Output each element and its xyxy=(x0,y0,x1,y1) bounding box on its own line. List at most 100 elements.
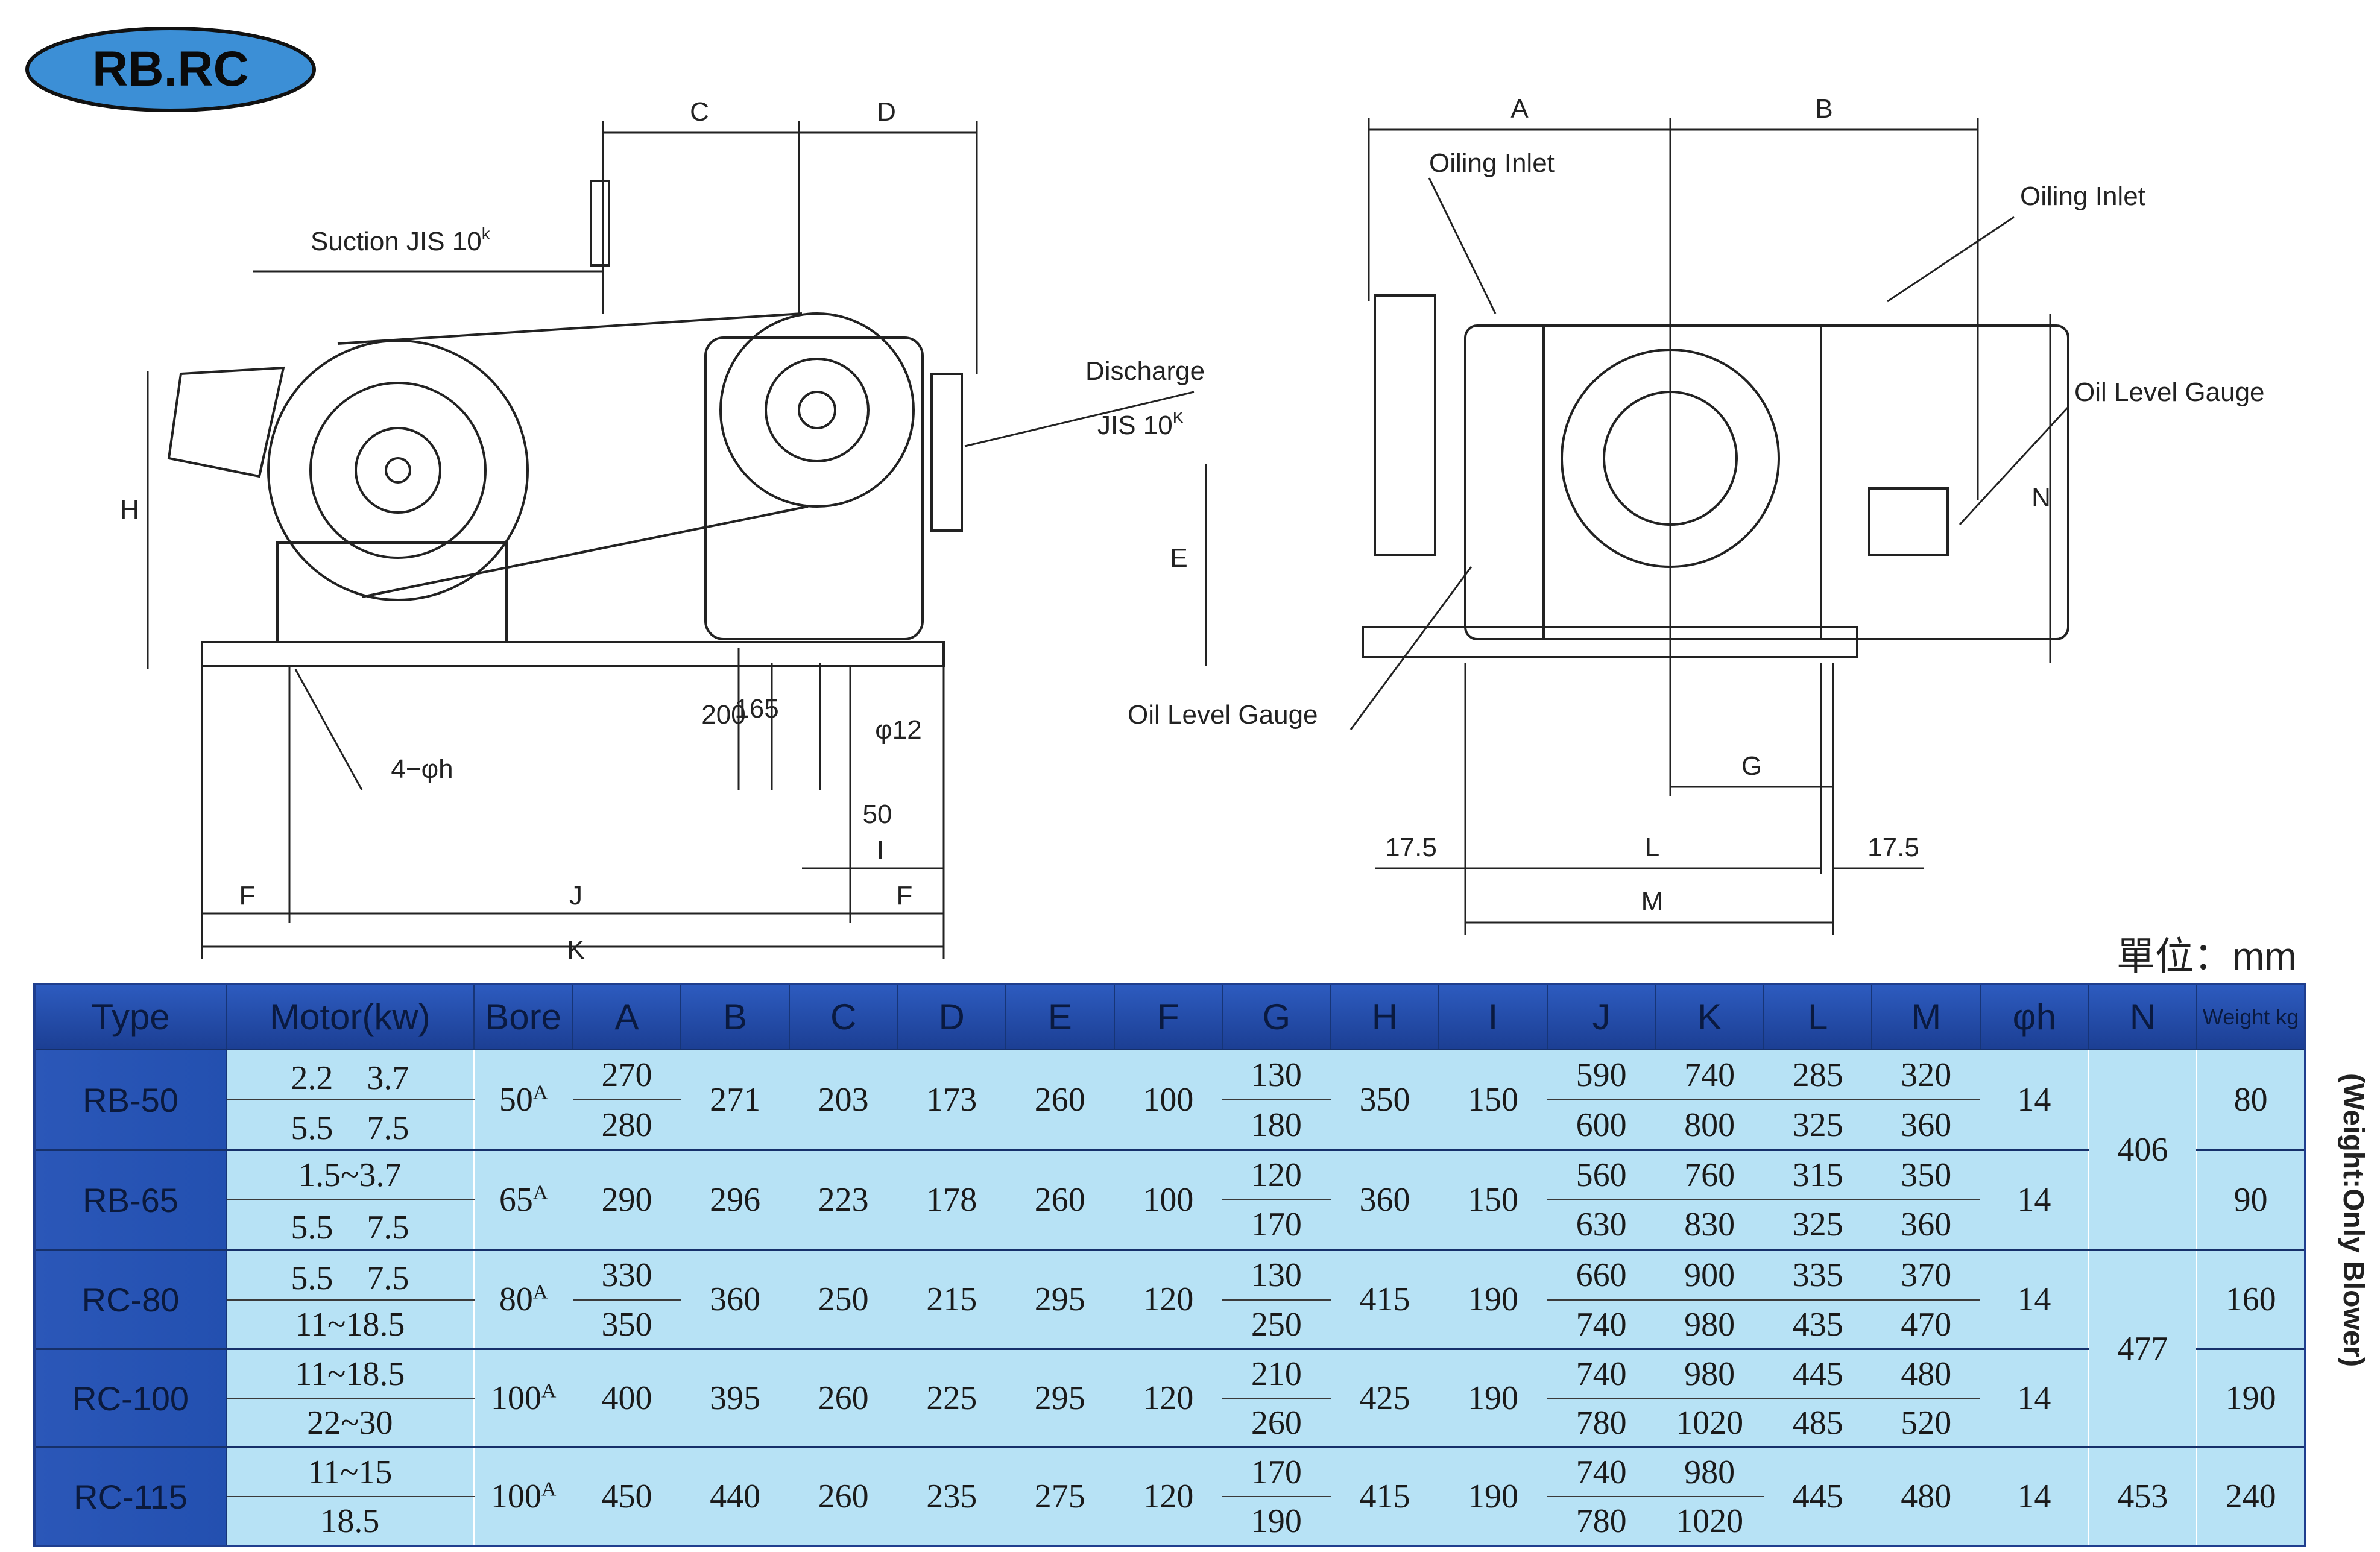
k-cell: 1020 xyxy=(1655,1497,1764,1546)
e-cell: 260 xyxy=(1005,1049,1114,1150)
belt-bottom xyxy=(361,505,809,598)
g-cell: 170 xyxy=(1222,1446,1331,1497)
m-cell: 360 xyxy=(1872,1100,1981,1150)
b-cell: 271 xyxy=(681,1049,789,1150)
h-cell: 350 xyxy=(1330,1049,1439,1150)
dim-m: M xyxy=(1641,887,1664,916)
m-cell: 470 xyxy=(1872,1300,1981,1349)
i-cell: 150 xyxy=(1439,1149,1547,1250)
n-cell: 477 xyxy=(2088,1249,2197,1448)
dim-50: 50 xyxy=(863,800,892,829)
left-side-view xyxy=(167,180,963,667)
a-cell: 270 xyxy=(572,1049,681,1100)
header-n: N xyxy=(2088,983,2198,1050)
header-i: I xyxy=(1438,983,1548,1050)
motor-cell: 5.5 7.5 xyxy=(226,1249,474,1301)
a-cell: 400 xyxy=(572,1348,681,1448)
m-cell: 480 xyxy=(1872,1348,1981,1399)
k-cell: 1020 xyxy=(1655,1398,1764,1448)
j-cell: 590 xyxy=(1547,1049,1656,1100)
belt-top xyxy=(337,312,803,345)
rb-rc-logo: RB.RC xyxy=(25,27,316,112)
j-cell: 740 xyxy=(1547,1348,1656,1399)
motor-cell: 18.5 xyxy=(226,1497,474,1546)
a-cell: 450 xyxy=(572,1446,681,1546)
l-cell: 325 xyxy=(1763,1100,1872,1150)
d-cell: 235 xyxy=(897,1446,1006,1546)
dim-17-5-left: 17.5 xyxy=(1385,833,1437,862)
dim-f-left: F xyxy=(239,881,256,910)
d-cell: 225 xyxy=(897,1348,1006,1448)
h-cell: 425 xyxy=(1330,1348,1439,1448)
b-cell: 296 xyxy=(681,1149,789,1250)
a-cell: 350 xyxy=(572,1300,681,1349)
phi-h-cell: 14 xyxy=(1980,1049,2089,1150)
table-row-rc-115: RC-115 11~15 100A 450 440 260 235 275 12… xyxy=(33,1446,2305,1547)
g-cell: 190 xyxy=(1222,1497,1331,1546)
header-f: F xyxy=(1113,983,1223,1050)
l-cell: 315 xyxy=(1763,1149,1872,1200)
d-cell: 178 xyxy=(897,1149,1006,1250)
dim-n: N xyxy=(2031,483,2051,513)
dim-b: B xyxy=(1815,94,1832,124)
dim-d: D xyxy=(877,97,896,127)
oiling-inlet-right: Oiling Inlet xyxy=(2020,181,2145,211)
m-cell: 480 xyxy=(1872,1446,1981,1546)
dim-200: 200 xyxy=(701,700,745,730)
m-cell: 520 xyxy=(1872,1398,1981,1448)
table-row-rb-65: RB-65 1.5~3.7 65A 290 296 223 178 260 10… xyxy=(33,1149,2305,1251)
f-cell: 120 xyxy=(1114,1348,1223,1448)
dim-f-right: F xyxy=(897,881,913,910)
logo-text: RB.RC xyxy=(92,42,249,96)
g-cell: 130 xyxy=(1222,1049,1331,1100)
table-row-rb-50: RB-50 2.2 3.7 50A 270 271 203 173 260 10… xyxy=(33,1049,2305,1250)
dim-i: I xyxy=(877,836,884,865)
motor-cell: 11~15 xyxy=(226,1446,474,1497)
d-cell: 173 xyxy=(897,1049,1006,1150)
dim-17-5-right: 17.5 xyxy=(1867,833,1919,862)
c-cell: 223 xyxy=(789,1149,898,1250)
header-type: Type xyxy=(33,983,227,1050)
left-dimension-labels: C D H E F J F K I 200 165 50 φ12 4−φh Su… xyxy=(120,97,1205,965)
k-cell: 980 xyxy=(1655,1446,1764,1497)
i-cell: 190 xyxy=(1439,1446,1547,1546)
n-cell: 453 xyxy=(2088,1446,2197,1546)
j-cell: 630 xyxy=(1547,1199,1656,1250)
left-dimension-lines xyxy=(147,121,1207,959)
right-dimension-labels: A B N G L M 17.5 17.5 Oiling Inlet Oilin… xyxy=(1128,94,2265,916)
dim-e: E xyxy=(1170,543,1187,573)
header-k: K xyxy=(1655,983,1764,1050)
k-cell: 760 xyxy=(1655,1149,1764,1200)
i-cell: 150 xyxy=(1439,1049,1547,1150)
dim-phi12: φ12 xyxy=(875,715,921,745)
motor-cell: 2.2 3.7 xyxy=(226,1049,474,1100)
type-cell: RC-100 xyxy=(33,1348,227,1448)
a-cell: 290 xyxy=(572,1149,681,1250)
j-cell: 780 xyxy=(1547,1497,1656,1546)
i-cell: 190 xyxy=(1439,1249,1547,1349)
dim-c: C xyxy=(690,97,709,127)
table-row-rb-65-sub: 5.5 7.5 170 630 830 325 360 xyxy=(34,1199,2305,1250)
e-cell: 260 xyxy=(1005,1149,1114,1250)
bore-cell: 100A xyxy=(473,1348,573,1448)
k-cell: 900 xyxy=(1655,1249,1764,1301)
bore-cell: 65A xyxy=(473,1149,573,1250)
header-weight: Weight kg xyxy=(2196,983,2306,1050)
bore-cell: 80A xyxy=(473,1249,573,1349)
header-h: H xyxy=(1330,983,1440,1050)
right-dimension-lines xyxy=(1349,118,2069,935)
phi-h-cell: 14 xyxy=(1980,1348,2089,1448)
h-cell: 415 xyxy=(1330,1446,1439,1546)
k-cell: 800 xyxy=(1655,1100,1764,1150)
f-cell: 120 xyxy=(1114,1249,1223,1349)
motor-cell: 11~18.5 xyxy=(226,1348,474,1399)
oiling-inlet-left: Oiling Inlet xyxy=(1429,148,1555,178)
l-cell: 435 xyxy=(1763,1300,1872,1349)
weight-note-text: (Weight:Only Blower) xyxy=(2337,1073,2369,1367)
l-cell: 445 xyxy=(1763,1348,1872,1399)
table-row-rc-100-sub: 22~30 260 780 1020 485 520 xyxy=(34,1398,2305,1448)
table-row-rc-115-sub: 18.5 190 780 1020 xyxy=(34,1497,2305,1546)
type-cell: RC-115 xyxy=(33,1446,227,1547)
k-cell: 980 xyxy=(1655,1348,1764,1399)
g-cell: 180 xyxy=(1222,1100,1331,1150)
